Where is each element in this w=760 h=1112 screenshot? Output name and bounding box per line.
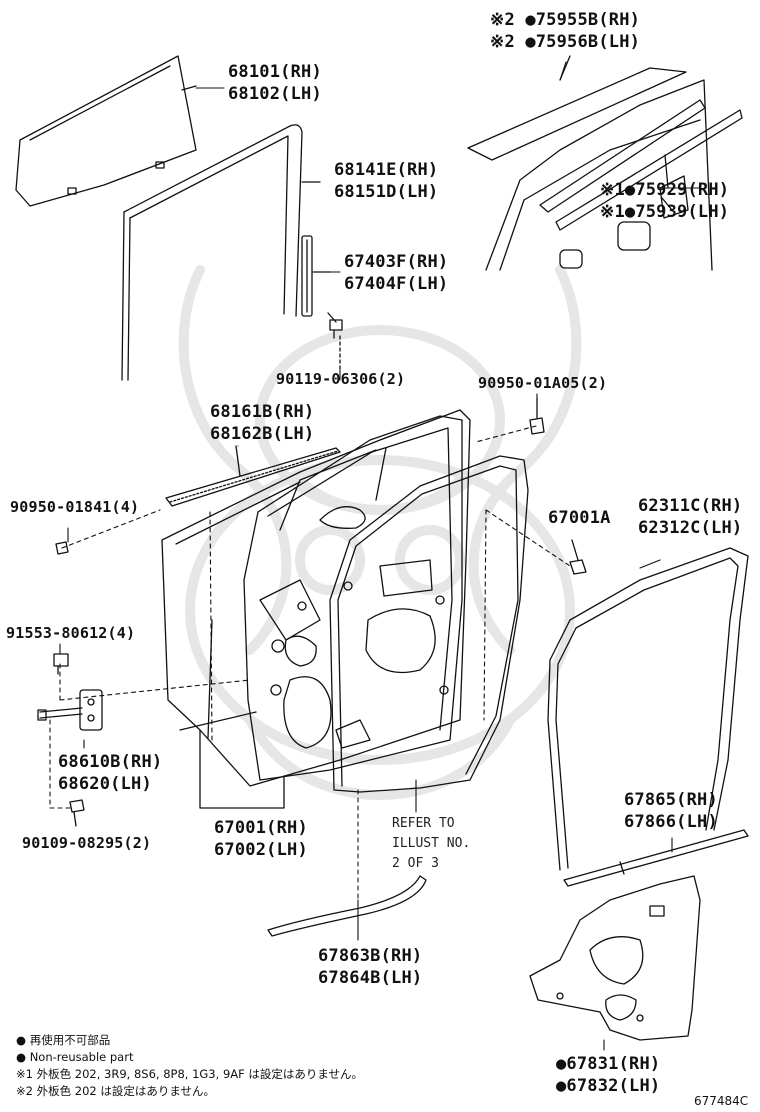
label-68161: 68161B(RH) — [210, 402, 315, 422]
label-67001a: 67001A — [548, 508, 611, 528]
legend-line-1: ● 再使用不可部品 — [16, 1033, 111, 1047]
legend-line-3: ※1 外板色 202, 3R9, 8S6, 8P8, 1G3, 9AF は設定は… — [16, 1067, 364, 1081]
weatherstrip-67865 — [563, 829, 749, 887]
label-90950-01841: 90950-01841(4) — [10, 498, 140, 516]
label-68102: 68102(LH) — [228, 84, 322, 104]
outer-door-panel — [161, 409, 471, 809]
label-68620: 68620(LH) — [58, 774, 152, 794]
illustration-code: 677484C — [694, 1094, 749, 1108]
label-91553: 91553-80612(4) — [6, 624, 136, 642]
label-67832: ●67832(LH) — [556, 1076, 661, 1096]
label-67001: 67001(RH) — [214, 818, 308, 838]
door-hinge-68610 — [37, 689, 103, 731]
leader-lines-solid — [59, 61, 701, 1051]
label-90119: 90119-06306(2) — [276, 370, 406, 388]
label-75929: ※1●75929(RH) — [600, 180, 730, 200]
label-68141: 68141E(RH) — [334, 160, 439, 180]
label-62312: 62312C(LH) — [638, 518, 743, 538]
label-68151: 68151D(LH) — [334, 182, 439, 202]
clip-90950-01a05 — [529, 397, 545, 435]
label-67404: 67404F(LH) — [344, 274, 449, 294]
label-75956: ※2 ●75956B(LH) — [490, 32, 641, 52]
label-68101: 68101(RH) — [228, 62, 322, 82]
refer-note-line3: 2 OF 3 — [392, 856, 439, 871]
label-75955: ※2 ●75955B(RH) — [490, 10, 641, 30]
refer-note-line1: REFER TO — [392, 816, 455, 831]
screw-90109 — [69, 799, 85, 827]
legend-line-4: ※2 外板色 202 は設定はありません。 — [16, 1084, 216, 1098]
label-90109: 90109-08295(2) — [22, 834, 152, 852]
label-67863: 67863B(RH) — [318, 946, 423, 966]
roof-drip-molding — [467, 55, 743, 271]
legend-line-2: ● Non-reusable part — [16, 1050, 134, 1064]
weatherstrip-67863 — [267, 875, 427, 937]
label-68162: 68162B(LH) — [210, 424, 315, 444]
run-channel-68141 — [121, 124, 321, 381]
label-67864: 67864B(LH) — [318, 968, 423, 988]
label-90950-01a05: 90950-01A05(2) — [478, 374, 608, 392]
label-67866: 67866(LH) — [624, 812, 718, 832]
clip-67001a — [569, 539, 587, 575]
label-67831: ●67831(RH) — [556, 1054, 661, 1074]
clip-90950-01841 — [55, 541, 69, 555]
service-hole-cover-67831 — [529, 875, 701, 1041]
label-62311: 62311C(RH) — [638, 496, 743, 516]
refer-note-line2: ILLUST NO. — [392, 836, 471, 851]
leader-lines-dashed — [49, 425, 571, 901]
label-75939: ※1●75939(LH) — [600, 202, 730, 222]
weatherstrip-67403 — [301, 235, 343, 371]
belt-molding-68161 — [165, 445, 341, 507]
inner-door-frame — [243, 415, 463, 781]
door-glass-68101 — [15, 55, 197, 207]
label-68610: 68610B(RH) — [58, 752, 163, 772]
door-opening-trim-62311 — [547, 547, 749, 871]
label-67403: 67403F(RH) — [344, 252, 449, 272]
label-67002: 67002(LH) — [214, 840, 308, 860]
bolt-91553 — [53, 653, 69, 675]
label-67865: 67865(RH) — [624, 790, 718, 810]
door-weatherstrip — [329, 455, 529, 793]
